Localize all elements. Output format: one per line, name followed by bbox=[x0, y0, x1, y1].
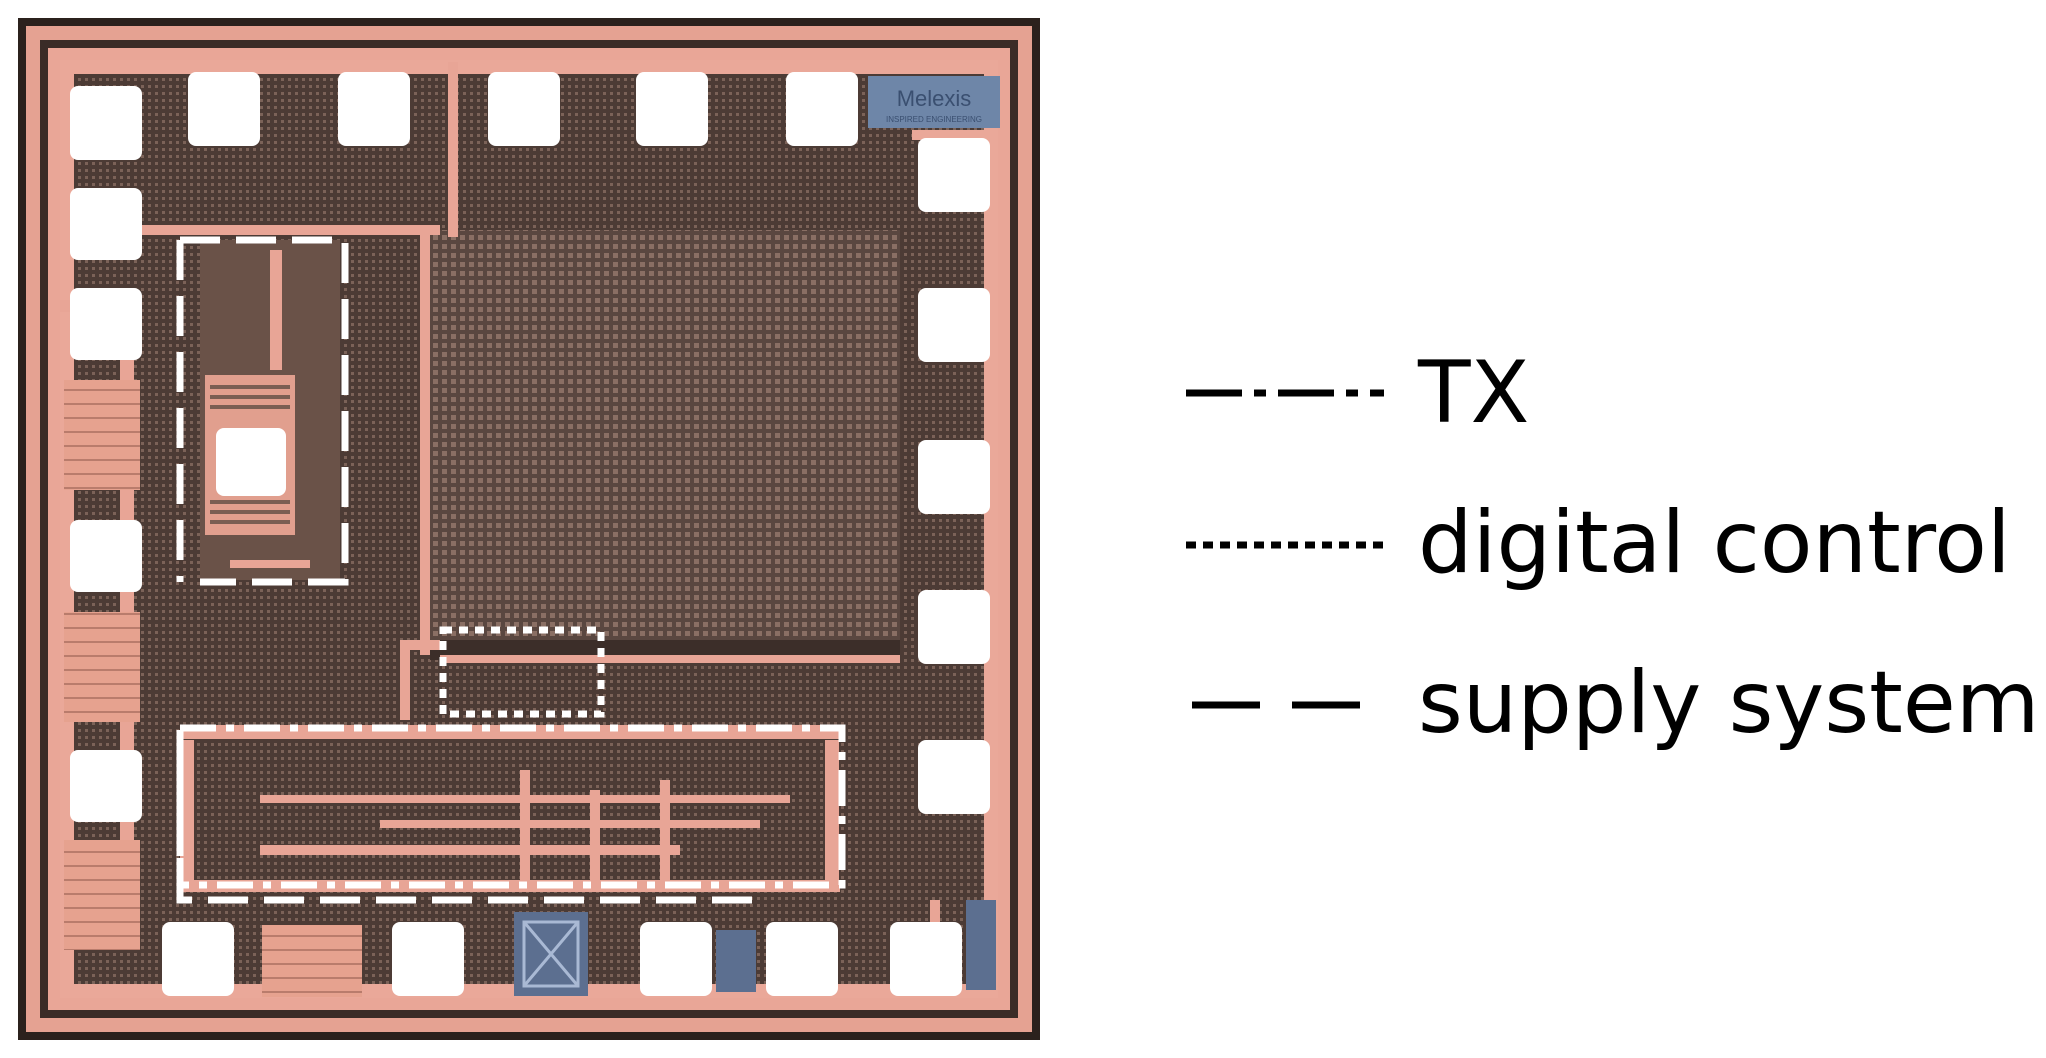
capacitor-arrays bbox=[64, 380, 362, 997]
tx-block-interior bbox=[200, 240, 340, 580]
die-logo-block: Melexis INSPIRED ENGINEERING bbox=[868, 76, 1000, 128]
digital-control-outline bbox=[439, 626, 605, 718]
die-marking-blocks bbox=[514, 900, 996, 996]
legend-tx-label: TX bbox=[1418, 343, 1530, 443]
bond-pads bbox=[70, 72, 990, 996]
tx-region-outline bbox=[176, 724, 846, 889]
legend-digital-control-label: digital control bbox=[1418, 493, 2011, 593]
supply-system-outline bbox=[176, 236, 760, 904]
legend-line-samples bbox=[1186, 389, 1384, 709]
core-fill-area bbox=[200, 230, 900, 900]
die-logo-text: Melexis bbox=[897, 86, 972, 111]
die-logo-subtext: INSPIRED ENGINEERING bbox=[886, 115, 982, 124]
legend-supply-system-label: supply system bbox=[1418, 653, 2040, 753]
